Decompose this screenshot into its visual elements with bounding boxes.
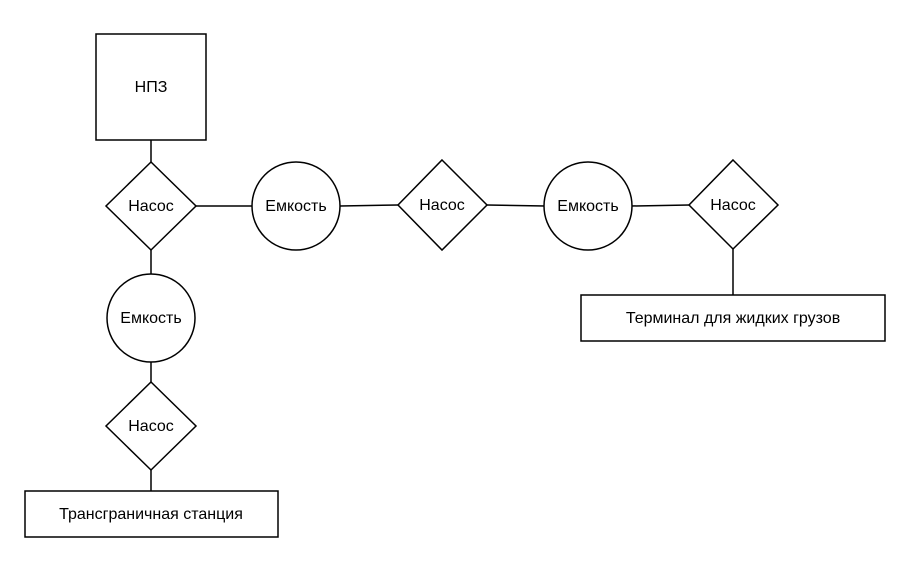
border-station-node[interactable]: Трансграничная станция bbox=[24, 490, 279, 538]
refinery-label: НПЗ bbox=[135, 79, 168, 96]
edge-pump-2-tank-2 bbox=[486, 204, 546, 207]
pump-label-2: Насос bbox=[419, 197, 465, 214]
pump-node-2[interactable]: Насос bbox=[396, 158, 489, 252]
tank-node-1[interactable]: Емкость bbox=[251, 161, 341, 251]
pump-node-3[interactable]: Насос bbox=[687, 158, 780, 251]
pump-node-4[interactable]: Насос bbox=[104, 380, 198, 472]
border-station-label: Трансграничная станция bbox=[59, 506, 243, 523]
liquid-terminal-label: Терминал для жидких грузов bbox=[626, 310, 840, 327]
tank-node-2[interactable]: Емкость bbox=[543, 161, 633, 251]
pump-node-1[interactable]: Насос bbox=[104, 160, 198, 252]
edge-tank-1-pump-2 bbox=[339, 204, 399, 207]
refinery-node[interactable]: НПЗ bbox=[95, 33, 207, 141]
tank-label-1: Емкость bbox=[265, 198, 326, 215]
tank-label-2: Емкость bbox=[557, 198, 618, 215]
pump-label-4: Насос bbox=[128, 418, 174, 435]
pump-label-3: Насос bbox=[710, 197, 756, 214]
pump-label-1: Насос bbox=[128, 198, 174, 215]
tank-label-3: Емкость bbox=[120, 310, 181, 327]
edge-tank-2-pump-3 bbox=[631, 204, 690, 207]
tank-node-3[interactable]: Емкость bbox=[106, 273, 196, 363]
liquid-terminal-node[interactable]: Терминал для жидких грузов bbox=[580, 294, 886, 342]
